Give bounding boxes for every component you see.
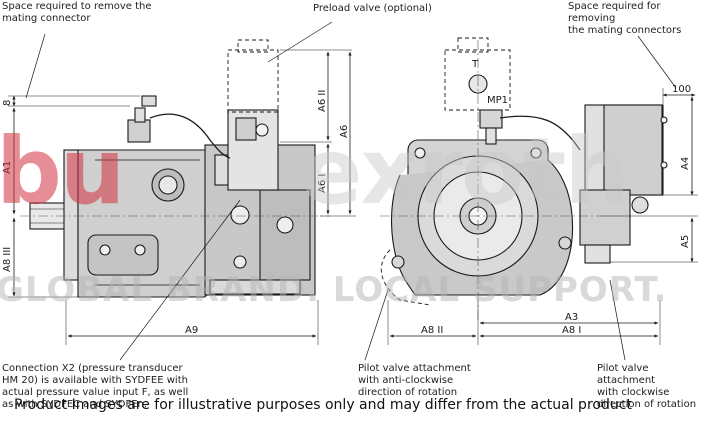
leader-lines — [25, 21, 677, 361]
front-view-centerlines — [380, 40, 600, 320]
side-view-dimensions — [8, 49, 356, 345]
callout-space-left: Space required to remove the mating conn… — [2, 1, 152, 24]
dimension-labels: 8 A1 A8 III A6 II A6 A6 I A9 T MP1 100 A… — [2, 59, 691, 336]
callout-pilot-clockwise: Pilot valve attachment with clockwise di… — [597, 363, 697, 410]
dim-t: T — [471, 59, 479, 70]
dim-mp1: MP1 — [487, 95, 508, 106]
callout-preload-valve: Preload valve (optional) — [313, 3, 432, 14]
dim-a6i: A6 I — [317, 174, 328, 193]
dim-a1: A1 — [2, 161, 13, 174]
side-view-pump — [29, 39, 316, 298]
disclaimer-text: Product Images are for illustrative purp… — [14, 397, 632, 413]
dim-a6: A6 — [339, 125, 350, 138]
dim-a3: A3 — [565, 312, 578, 323]
dim-a5: A5 — [680, 235, 691, 248]
watermark-brand-main: exroth — [300, 118, 630, 225]
dim-8: 8 — [2, 100, 13, 106]
callout-pilot-anticlockwise: Pilot valve attachment with anti-clockwi… — [358, 363, 471, 398]
dim-a9: A9 — [185, 325, 198, 336]
dim-100: 100 — [672, 84, 691, 95]
watermark-brand-fragment: bu — [0, 118, 125, 225]
front-view-dimensions — [387, 88, 698, 345]
dim-a8iii: A8 III — [2, 247, 13, 272]
callout-space-right: Space required for removing the mating c… — [568, 1, 682, 36]
watermark-tagline: GLOBAL BRAND. LOCAL SUPPORT. — [0, 270, 668, 310]
dim-a4: A4 — [680, 157, 691, 170]
callout-connection-x2: Connection X2 (pressure transducer HM 20… — [2, 363, 189, 410]
dim-a8i: A8 I — [562, 325, 581, 336]
dim-a6ii: A6 II — [317, 90, 328, 112]
dim-a8ii: A8 II — [421, 325, 443, 336]
